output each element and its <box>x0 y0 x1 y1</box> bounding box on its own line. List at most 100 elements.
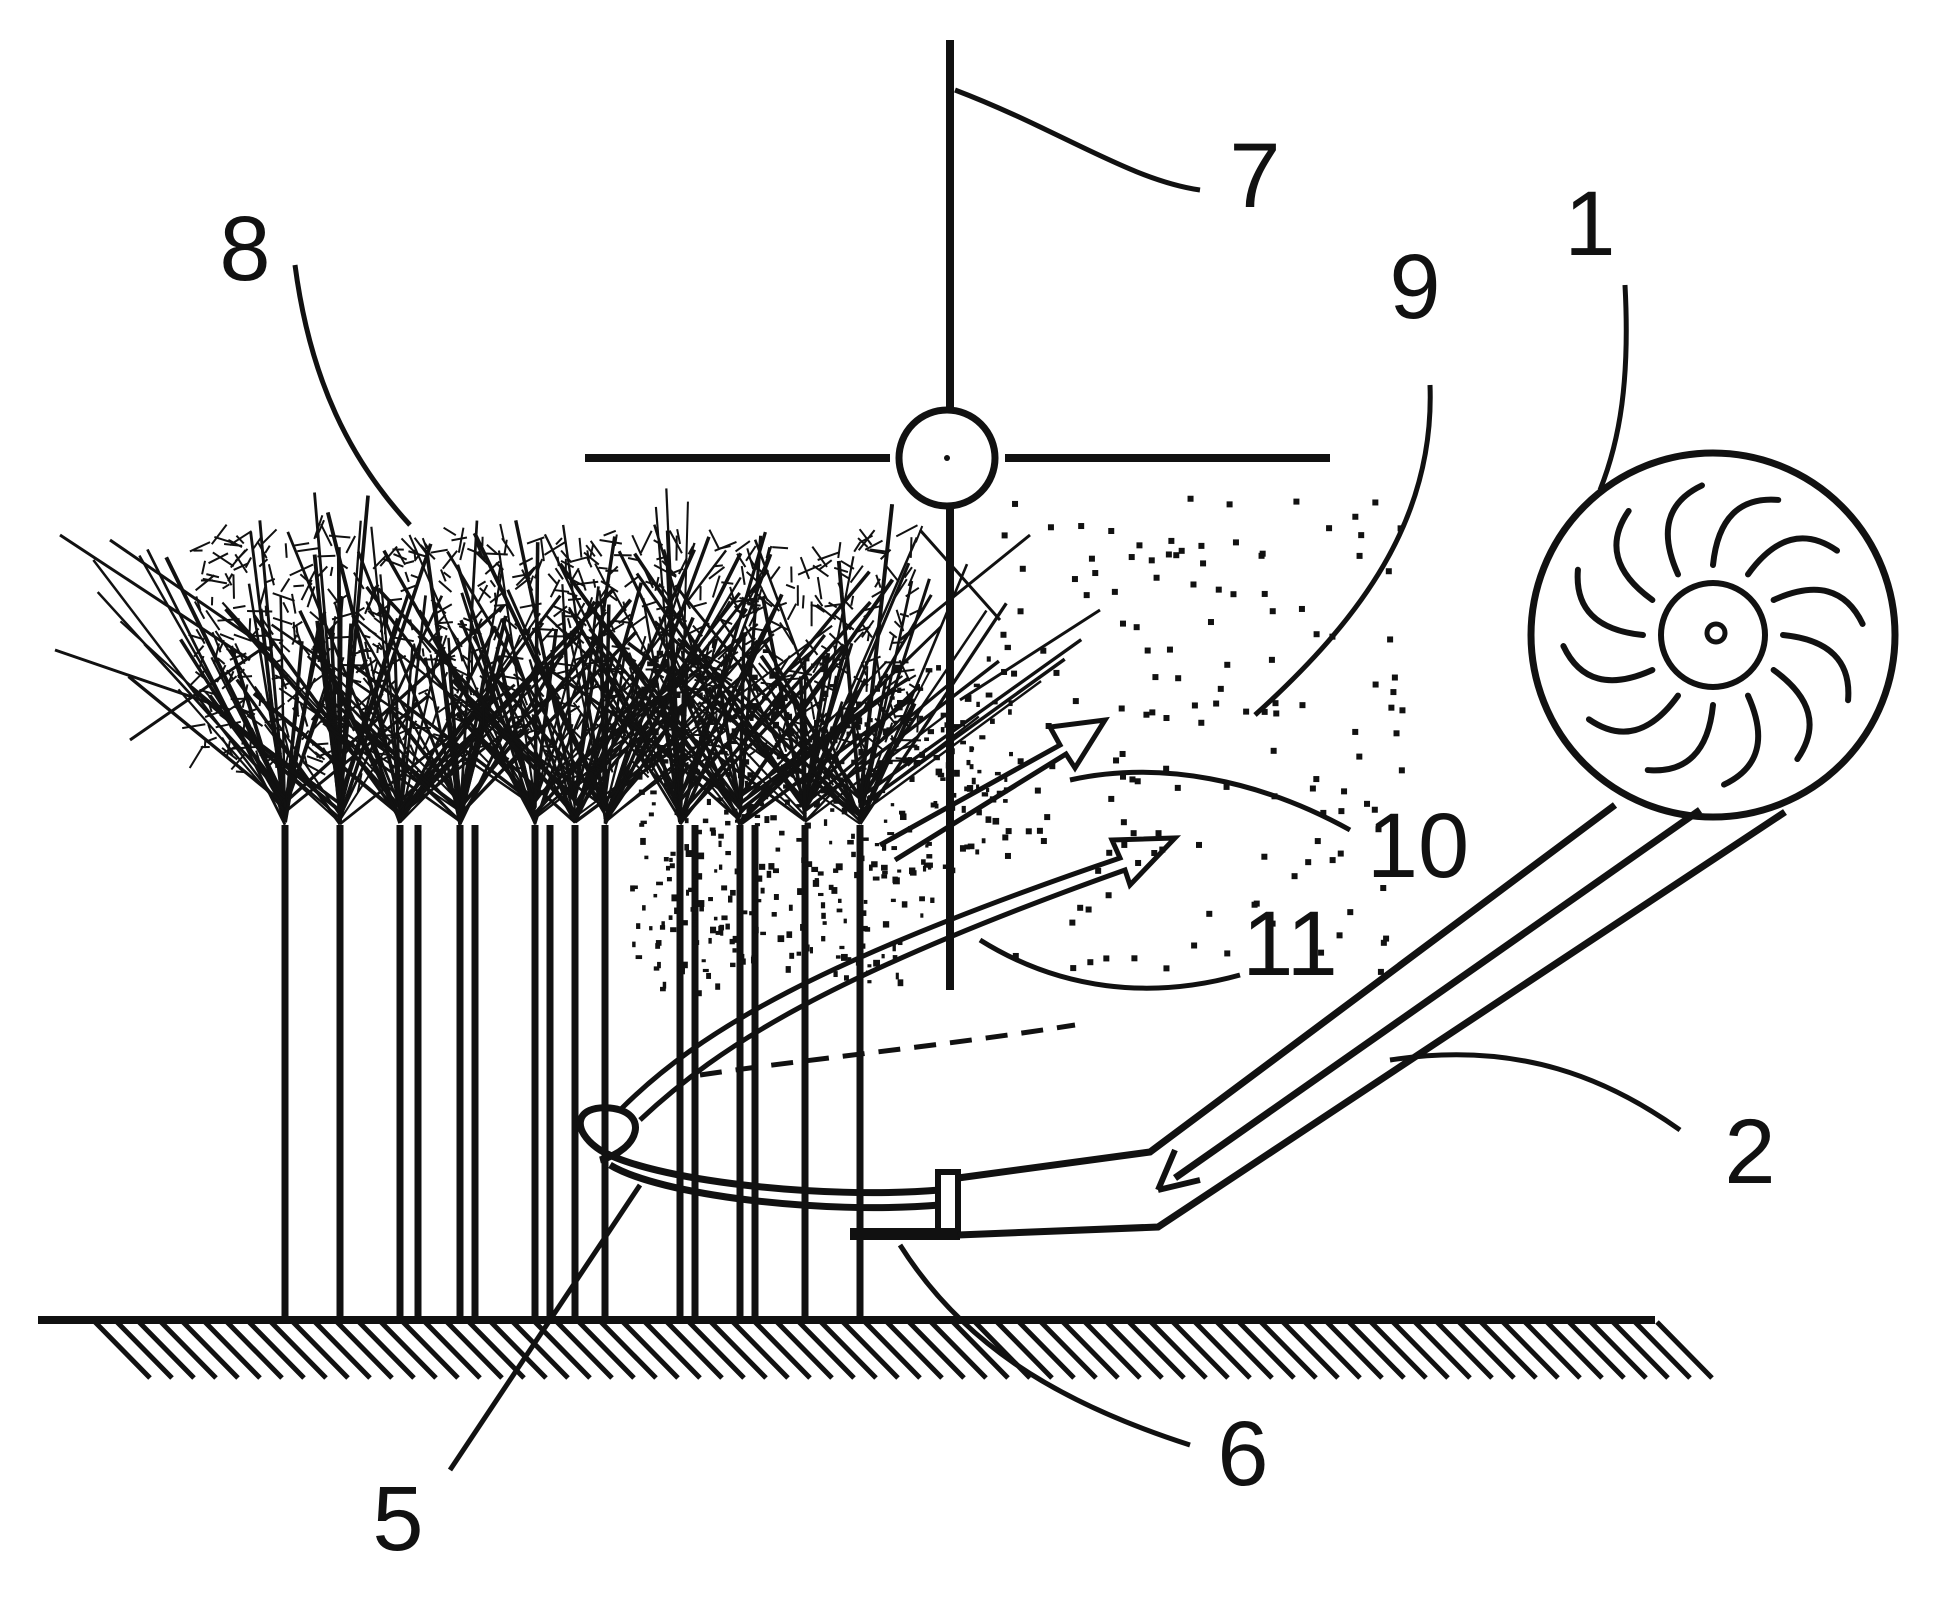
particle <box>1001 669 1007 675</box>
spray-dot <box>677 945 680 950</box>
spray-dot <box>752 675 758 680</box>
spray-dot <box>856 961 863 965</box>
leaf-stroke <box>920 530 1000 620</box>
label-fan: 1 <box>1564 173 1615 275</box>
leaf-stroke <box>604 531 616 536</box>
spray-dot <box>754 927 759 933</box>
spray-dot <box>786 714 792 720</box>
spray-dot <box>854 872 860 878</box>
spray-dot <box>894 721 897 724</box>
spray-dot <box>638 775 642 780</box>
spray-dot <box>721 915 727 920</box>
leaf-stroke <box>286 543 287 558</box>
fan-hub <box>1661 583 1765 687</box>
spray-dot <box>936 665 941 670</box>
spray-dot <box>720 785 726 789</box>
leaf-stroke <box>632 535 641 555</box>
spray-dot <box>714 869 717 872</box>
leaf-stroke <box>867 666 868 692</box>
spray-dot <box>707 799 711 805</box>
particle <box>1106 892 1112 898</box>
leaf-stroke <box>320 722 340 723</box>
spray-dot <box>898 979 904 986</box>
leaf-stroke <box>233 606 245 608</box>
spray-dot <box>753 686 760 691</box>
spray-dot <box>1003 799 1008 803</box>
spray-dot <box>735 820 740 823</box>
spray-dot <box>813 880 819 887</box>
spray-dot <box>878 760 882 765</box>
particle <box>1218 686 1224 692</box>
spray-dot <box>703 969 709 972</box>
leaf-stroke <box>202 561 205 575</box>
spray-dot <box>969 746 973 752</box>
leader-7 <box>955 90 1200 190</box>
duct-flow-arrowhead <box>1158 1150 1200 1190</box>
spray-dot <box>954 770 960 777</box>
leaf-stroke <box>906 588 919 597</box>
spray-dot <box>875 770 878 774</box>
spray-dot <box>654 656 659 663</box>
spray-dot <box>986 816 992 823</box>
particle <box>1131 830 1137 836</box>
leaf-stroke <box>556 538 562 544</box>
spray-dot <box>688 658 695 663</box>
leaf-stroke <box>840 708 857 709</box>
particle <box>1154 575 1160 581</box>
particle <box>1347 909 1353 915</box>
leaf-stroke <box>868 633 869 641</box>
leaf-stroke <box>402 753 403 777</box>
particle <box>1188 496 1194 502</box>
spray-dot <box>708 687 711 692</box>
spray-dot <box>796 838 802 842</box>
label-duct: 2 <box>1724 1101 1775 1203</box>
spray-dot <box>892 877 897 883</box>
particle <box>1299 702 1305 708</box>
spray-dot <box>706 973 711 979</box>
leaf-stroke <box>770 567 779 580</box>
spray-dot <box>936 769 943 776</box>
spray-dot <box>733 715 738 719</box>
spray-dot <box>698 853 704 860</box>
spray-dot <box>931 803 934 808</box>
leaf-stroke <box>220 634 234 640</box>
spray-dot <box>670 863 675 868</box>
spray-dot <box>688 700 695 706</box>
particle <box>1179 548 1185 554</box>
fan-housing <box>1531 453 1895 817</box>
fan-blade <box>1563 646 1652 680</box>
particle <box>1048 524 1054 530</box>
spray-dot <box>661 921 664 926</box>
spray-dot <box>682 736 687 739</box>
leaf-stroke <box>641 531 652 553</box>
spray-dot <box>757 899 762 902</box>
leaf-stroke <box>196 575 215 590</box>
label-cross-bar: 7 <box>1229 125 1280 227</box>
spray-dot <box>789 953 794 959</box>
spray-dot <box>693 940 699 945</box>
spray-dot <box>742 759 749 764</box>
spray-dot <box>785 799 790 804</box>
spray-dot <box>641 687 647 691</box>
particle <box>1270 608 1276 614</box>
spray-dot <box>724 810 728 815</box>
spray-dot <box>820 667 824 673</box>
leaf-stroke <box>801 557 809 579</box>
spray-dot <box>914 760 921 766</box>
particle <box>1121 819 1127 825</box>
spray-dot <box>799 728 803 731</box>
particle <box>1261 854 1267 860</box>
spray-dot <box>982 792 988 796</box>
spray-dot <box>894 666 898 672</box>
spray-dot <box>702 959 706 962</box>
spray-dot <box>678 747 685 753</box>
leaf-stroke <box>391 599 402 600</box>
particle <box>1053 670 1059 676</box>
spray-dot <box>882 871 888 874</box>
leader-1 <box>1600 285 1626 490</box>
spray-dot <box>662 713 667 717</box>
particle <box>1387 636 1393 642</box>
spray-dot <box>699 692 703 696</box>
spray-dot <box>658 745 664 751</box>
